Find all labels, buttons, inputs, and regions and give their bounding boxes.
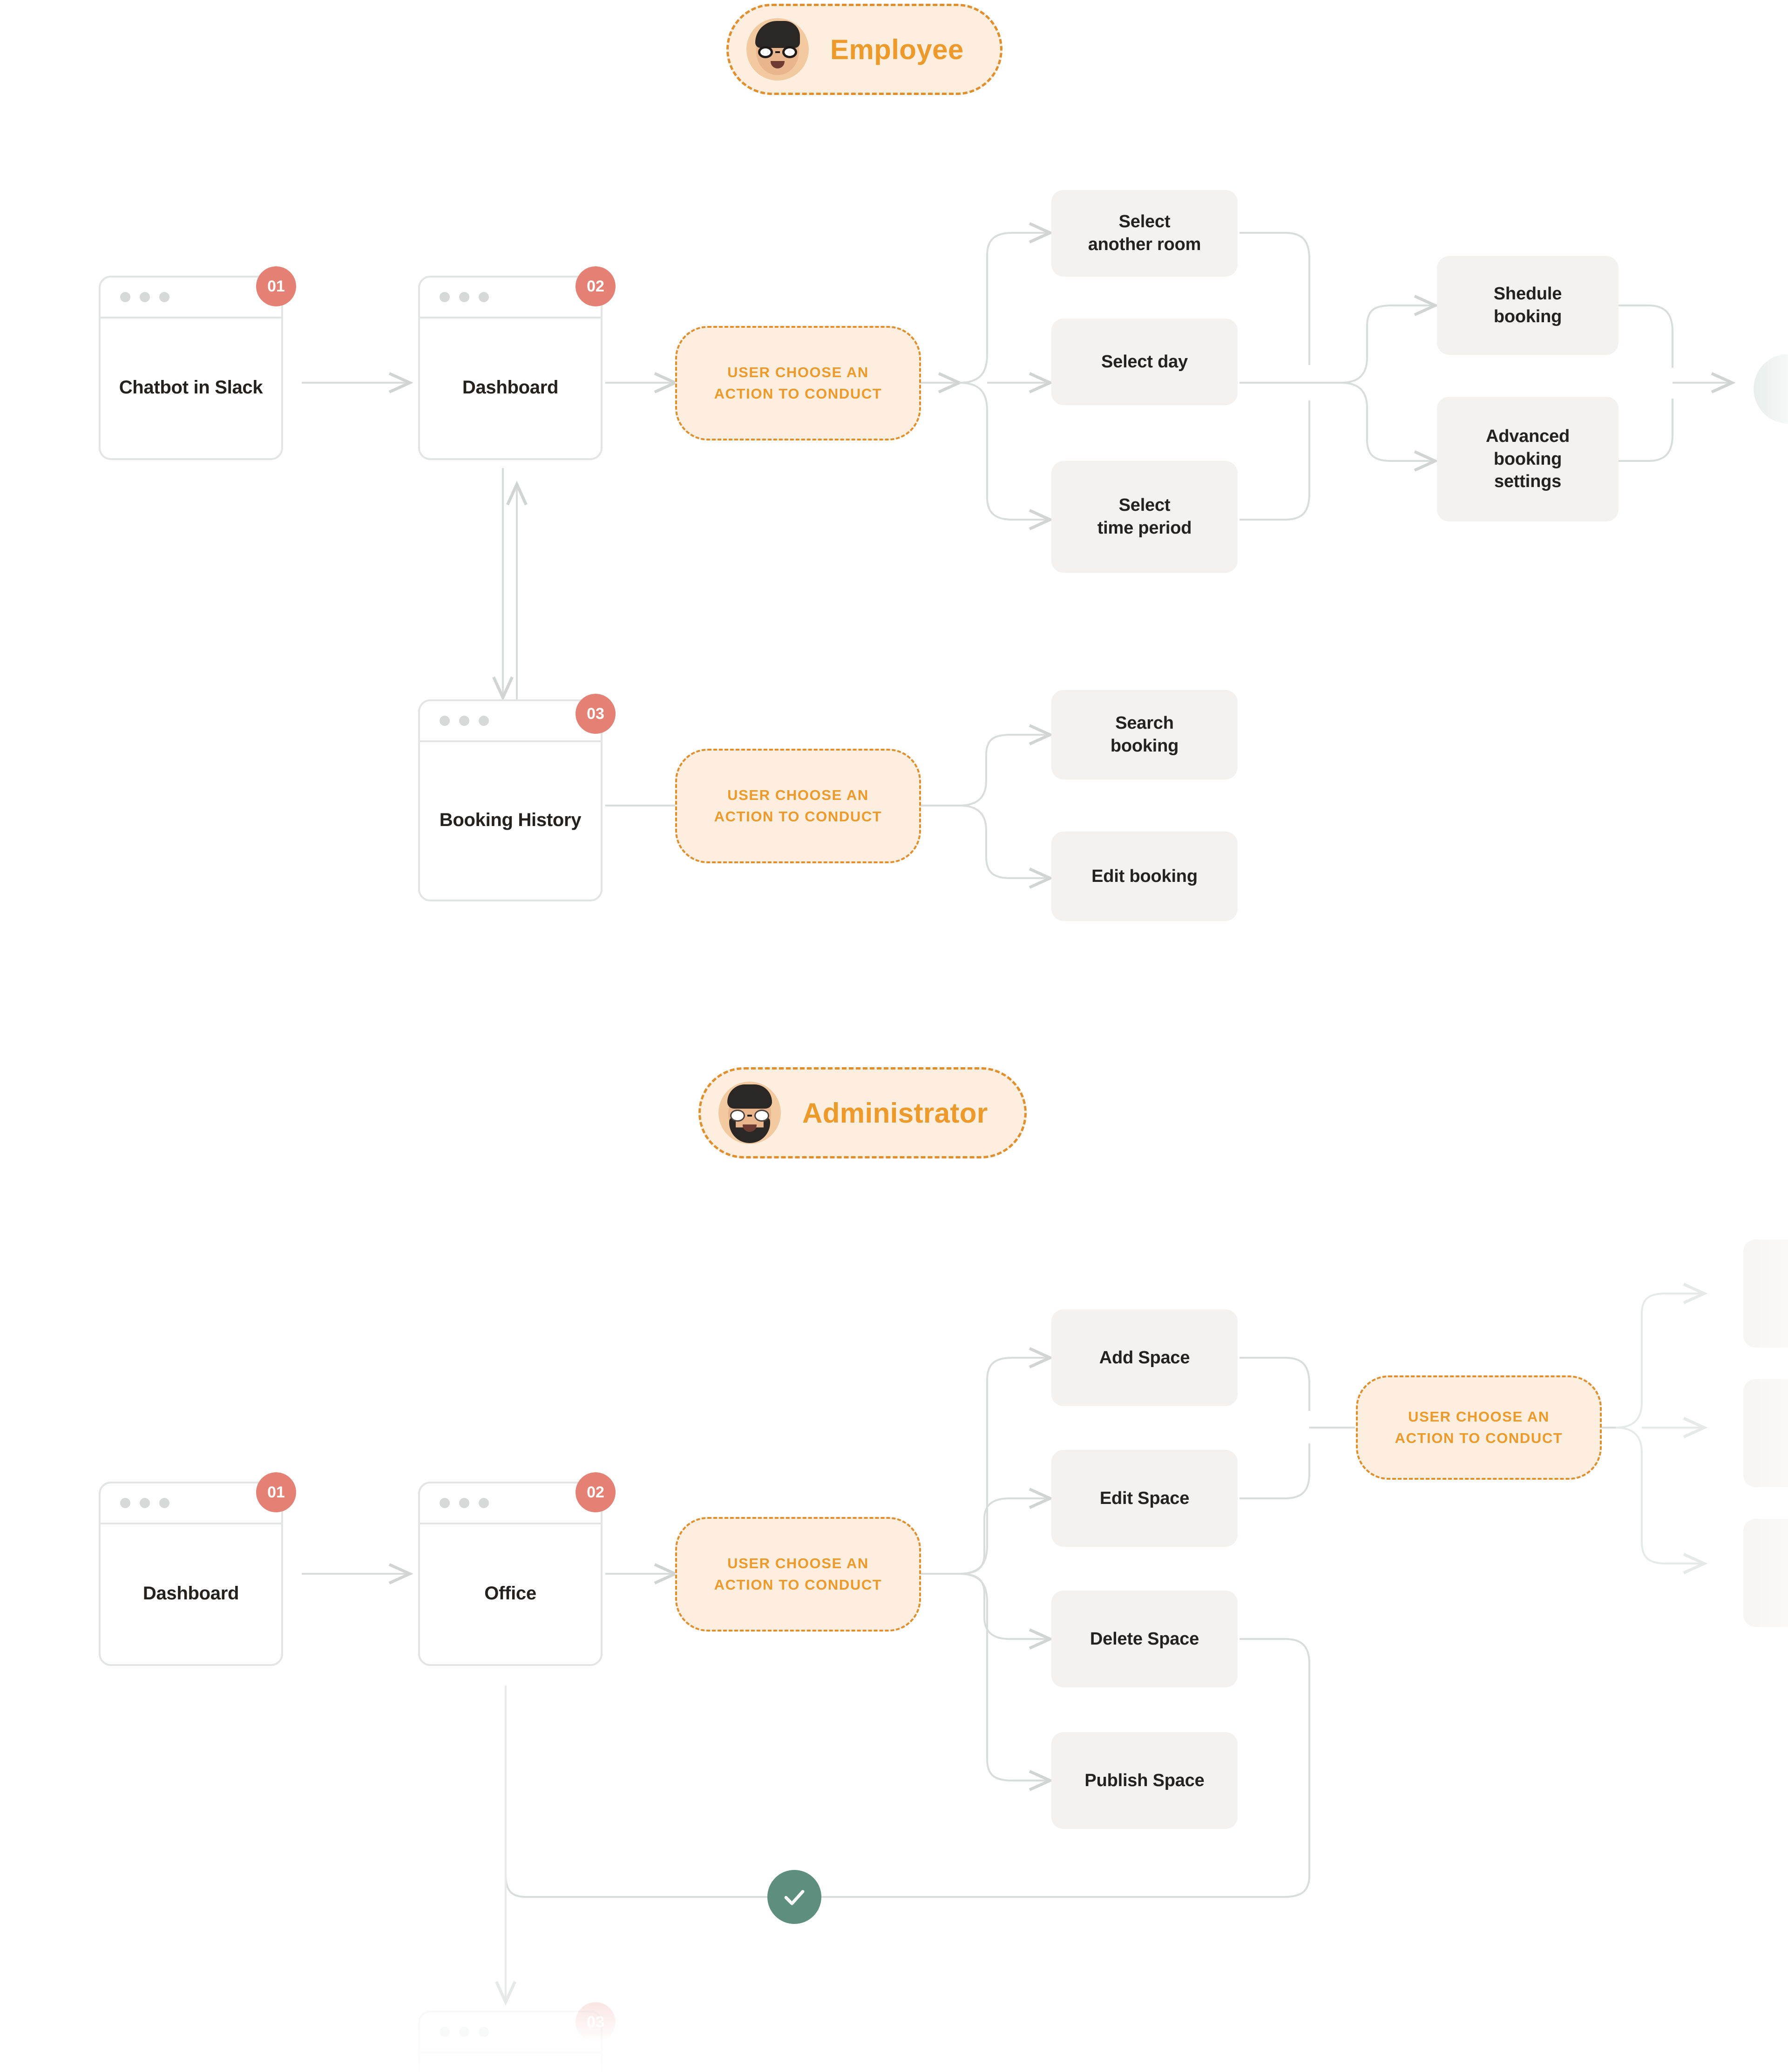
decision-line-2: ACTION TO CONDUCT [1395, 1430, 1563, 1446]
action-edit-booking[interactable]: Edit booking [1051, 832, 1238, 921]
action-select-day[interactable]: Select day [1051, 318, 1238, 405]
window-dot [140, 1498, 150, 1508]
step-badge-admin-02: 02 [576, 1472, 616, 1512]
offscreen-node-employee [1754, 354, 1788, 424]
screen-title: Dashboard [462, 377, 559, 398]
screen-chatbot-in-slack[interactable]: Chatbot in Slack [99, 276, 283, 460]
action-publish-space[interactable]: Publish Space [1051, 1732, 1238, 1829]
window-dot [140, 292, 150, 302]
role-pill-employee[interactable]: Employee [726, 4, 1002, 95]
offscreen-action-card-top [1743, 1239, 1788, 1347]
decision-dashboard-actions[interactable]: USER CHOOSE AN ACTION TO CONDUCT [675, 326, 921, 440]
screen-title: Dashboard [142, 1583, 239, 1604]
window-dot [459, 716, 469, 726]
window-content: Booking History [420, 742, 601, 898]
window-content: Dashboard [420, 318, 601, 456]
window-dot [440, 2027, 450, 2037]
check-icon [784, 1890, 805, 1905]
window-titlebar [101, 278, 281, 318]
offscreen-action-card-middle [1743, 1379, 1788, 1487]
window-dot [440, 292, 450, 302]
screen-title: Office [484, 1583, 536, 1604]
screen-booking-history[interactable]: Booking History [418, 699, 603, 901]
window-dot [479, 2027, 489, 2037]
action-label: Publish Space [1084, 1770, 1205, 1790]
window-content: Dashboard [101, 1524, 281, 1662]
decision-line-1: USER CHOOSE AN [1408, 1408, 1550, 1425]
window-dot [459, 1498, 469, 1508]
decision-line-2: ACTION TO CONDUCT [714, 1577, 882, 1593]
action-label: Delete Space [1090, 1629, 1199, 1649]
decision-line-2: ACTION TO CONDUCT [714, 808, 882, 825]
step-badge-03: 03 [576, 694, 616, 734]
action-label: Edit Space [1099, 1488, 1190, 1508]
action-edit-space[interactable]: Edit Space [1051, 1450, 1238, 1547]
role-pill-administrator[interactable]: Administrator [698, 1067, 1027, 1158]
decision-office-actions[interactable]: USER CHOOSE AN ACTION TO CONDUCT [675, 1517, 921, 1632]
decision-line-2: ACTION TO CONDUCT [714, 386, 882, 402]
screen-office[interactable]: Office [418, 1482, 603, 1666]
window-dot [440, 1498, 450, 1508]
action-label: Edit booking [1091, 866, 1198, 886]
step-badge-admin-01: 01 [256, 1472, 296, 1512]
decision-line-1: USER CHOOSE AN [727, 787, 869, 803]
window-titlebar [420, 2012, 601, 2053]
administrator-avatar [718, 1082, 781, 1144]
window-dot [459, 2027, 469, 2037]
window-dot [120, 1498, 130, 1508]
window-content [420, 2053, 601, 2072]
success-checkmark[interactable] [767, 1870, 821, 1924]
employee-avatar [746, 18, 809, 81]
action-label: Add Space [1099, 1347, 1190, 1368]
step-badge-01: 01 [256, 266, 296, 306]
decision-space-actions[interactable]: USER CHOOSE AN ACTION TO CONDUCT [1356, 1375, 1602, 1480]
role-label-administrator: Administrator [802, 1097, 988, 1129]
screen-title: Chatbot in Slack [119, 377, 263, 398]
window-dot [440, 716, 450, 726]
screen-dashboard[interactable]: Dashboard [418, 276, 603, 460]
step-badge-admin-03: 03 [576, 2002, 616, 2042]
window-titlebar [420, 1483, 601, 1524]
window-dot [479, 716, 489, 726]
window-dot [159, 1498, 169, 1508]
window-dot [459, 292, 469, 302]
decision-line-1: USER CHOOSE AN [727, 1555, 869, 1571]
window-dot [479, 1498, 489, 1508]
window-titlebar [420, 278, 601, 318]
screen-admin-third[interactable] [418, 2011, 603, 2072]
window-titlebar [101, 1483, 281, 1524]
decision-line-1: USER CHOOSE AN [727, 364, 869, 380]
screen-admin-dashboard[interactable]: Dashboard [99, 1482, 283, 1666]
action-label: Select day [1101, 352, 1188, 372]
action-delete-space[interactable]: Delete Space [1051, 1591, 1238, 1687]
role-label-employee: Employee [830, 34, 964, 65]
window-titlebar [420, 701, 601, 742]
action-add-space[interactable]: Add Space [1051, 1309, 1238, 1406]
offscreen-action-card-bottom [1743, 1519, 1788, 1627]
window-dot [159, 292, 169, 302]
window-content: Chatbot in Slack [101, 318, 281, 456]
window-dot [479, 292, 489, 302]
window-dot [120, 292, 130, 302]
decision-history-actions[interactable]: USER CHOOSE AN ACTION TO CONDUCT [675, 749, 921, 863]
step-badge-02: 02 [576, 266, 616, 306]
window-content: Office [420, 1524, 601, 1662]
screen-title: Booking History [439, 809, 582, 830]
